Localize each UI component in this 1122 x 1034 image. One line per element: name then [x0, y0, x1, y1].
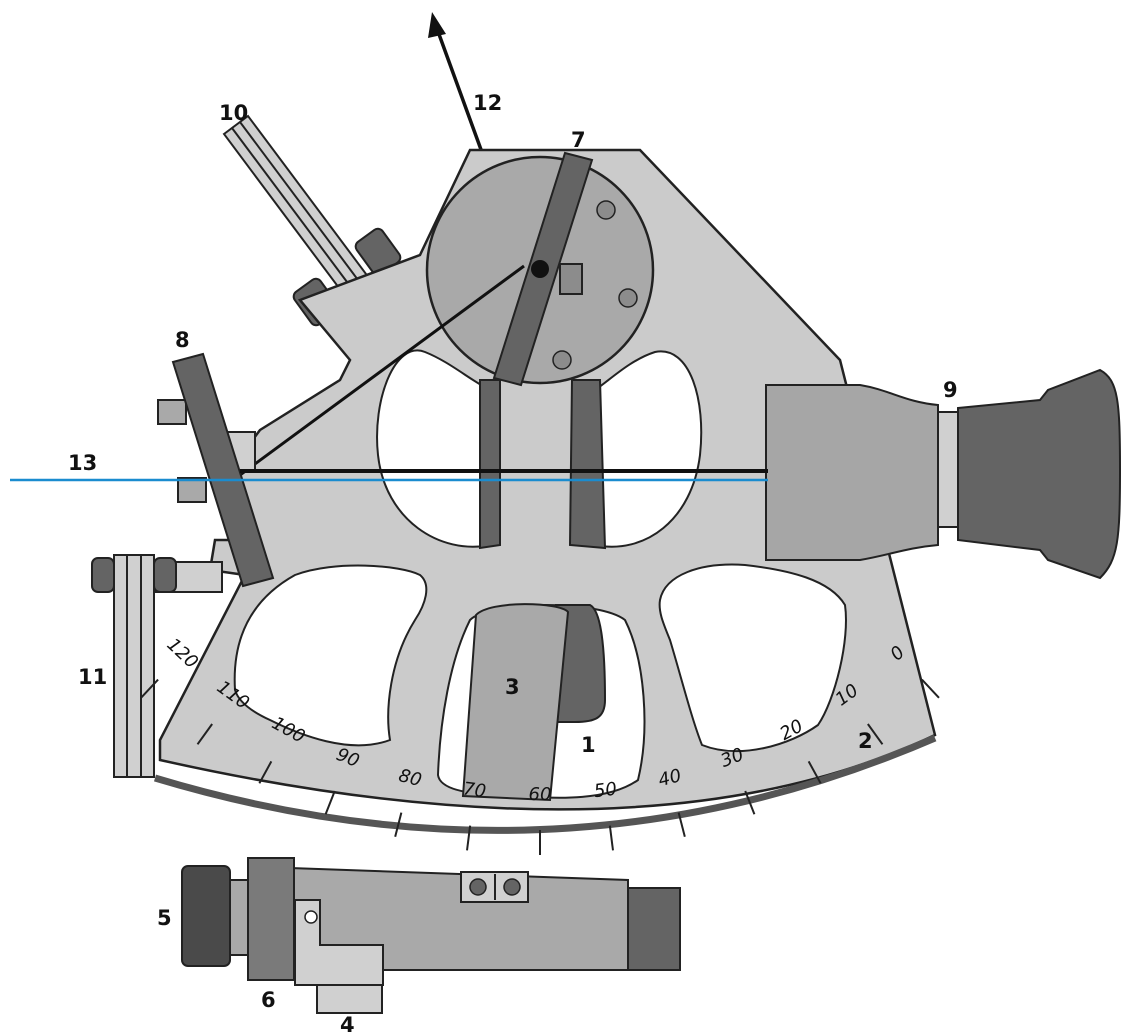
horizon-shades	[91, 554, 223, 778]
label-5: 5	[157, 906, 172, 930]
label-11: 11	[78, 665, 107, 689]
scale-tick-90	[324, 790, 336, 815]
scale-label-60: 60	[529, 784, 552, 805]
scale-tick-20	[807, 760, 822, 784]
label-4: 4	[340, 1013, 355, 1034]
scale-tick-120	[140, 678, 159, 699]
label-2: 2	[858, 729, 873, 753]
label-1: 1	[581, 733, 596, 757]
scale-tick-110	[196, 723, 213, 745]
scale-tick-40	[677, 812, 686, 838]
index-arm	[461, 603, 607, 802]
label-9: 9	[943, 378, 958, 402]
line-of-sight	[10, 469, 768, 482]
label-6: 6	[261, 988, 276, 1012]
scale-tick-30	[744, 790, 756, 815]
index-shades	[222, 114, 402, 327]
label-13: 13	[68, 451, 97, 475]
scale-tick-50	[608, 825, 614, 851]
label-8: 8	[175, 328, 190, 352]
scale-tick-0	[921, 678, 940, 699]
scale-label-70: 70	[462, 779, 487, 803]
label-3: 3	[505, 675, 520, 699]
scale-tick-100	[258, 760, 273, 784]
horizon-mirror	[157, 352, 275, 588]
label-10: 10	[219, 101, 248, 125]
label-7: 7	[571, 128, 586, 152]
scale-tick-70	[466, 825, 472, 851]
reflected-ray	[239, 264, 525, 477]
scale-label-120: 120	[163, 634, 202, 673]
index-mirror	[425, 151, 655, 387]
callout-labels: 1 2 3 4 5 6 7 8 9 10 11 12 13	[68, 91, 958, 1034]
scale-label-50: 50	[593, 779, 618, 803]
label-12: 12	[473, 91, 502, 115]
scale-tick-80	[394, 812, 403, 838]
telescope	[765, 368, 1122, 580]
scale-tick-10	[867, 723, 884, 745]
micrometer-assembly	[181, 857, 681, 1014]
